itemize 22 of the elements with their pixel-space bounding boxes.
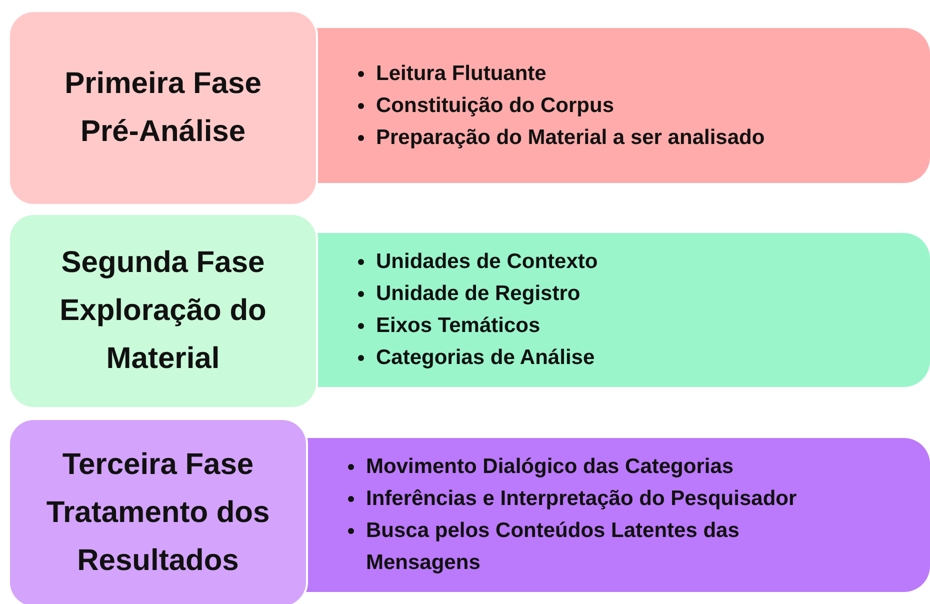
phase-box <box>8 10 318 206</box>
list-item: Categorias de Análise <box>376 345 595 371</box>
topic-panel <box>306 438 930 592</box>
phase-title: Terceira Fase <box>62 447 254 483</box>
list-item: Inferências e Interpretação do Pesquisador <box>366 486 797 512</box>
phase-box <box>8 418 308 604</box>
list-item: Preparação do Material a ser analisado <box>376 124 765 150</box>
phase-title: Segunda Fase <box>61 245 265 281</box>
topic-panel <box>316 233 930 387</box>
phase-title: Primeira Fase <box>64 66 262 102</box>
list-item: Unidades de Contexto <box>376 249 598 275</box>
list-item: Leitura Flutuante <box>376 60 546 86</box>
list-item: Constituição do Corpus <box>376 92 614 118</box>
phase-subtitle: Exploração do Material <box>58 293 268 377</box>
phase-box <box>8 213 318 409</box>
phase-subtitle: Tratamento dos Resultados <box>45 495 271 579</box>
list-item: Movimento Dialógico das Categorias <box>366 454 734 480</box>
list-item: Unidade de Registro <box>376 281 580 307</box>
list-item: Eixos Temáticos <box>376 313 540 339</box>
list-item: Busca pelos Conteúdos Latentes das Mensagens <box>366 518 740 576</box>
phase-subtitle: Pré-Análise <box>80 114 246 150</box>
topic-panel <box>316 28 930 183</box>
